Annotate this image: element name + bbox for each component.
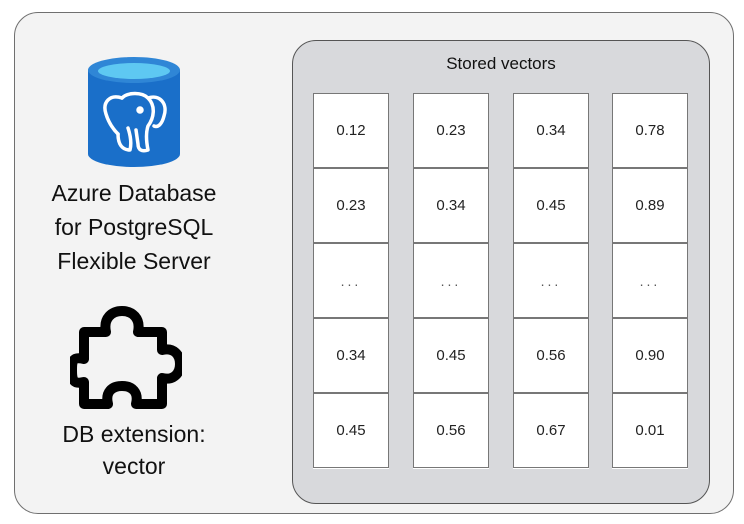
vector-value-cell: 0.45 xyxy=(513,168,589,243)
vector-value-cell: 0.34 xyxy=(313,318,389,393)
vector-ellipsis-cell: ... xyxy=(313,243,389,318)
vector-value-cell: 0.56 xyxy=(513,318,589,393)
vector-value-cell: 0.89 xyxy=(612,168,688,243)
vector-ellipsis-cell: ... xyxy=(513,243,589,318)
vector-value-cell: 0.23 xyxy=(313,168,389,243)
vector-ellipsis-cell: ... xyxy=(413,243,489,318)
vector-value-cell: 0.12 xyxy=(313,93,389,168)
vector-value-cell: 0.23 xyxy=(413,93,489,168)
vector-ellipsis-cell: ... xyxy=(612,243,688,318)
database-label-line: Flexible Server xyxy=(57,248,211,274)
puzzle-piece-icon xyxy=(70,306,182,409)
panel-title: Stored vectors xyxy=(446,54,556,73)
vector-value-cell: 0.78 xyxy=(612,93,688,168)
vector-value-cell: 0.01 xyxy=(612,393,688,468)
database-label-line: Azure Database xyxy=(51,180,217,206)
vector-value-cell: 0.34 xyxy=(413,168,489,243)
postgresql-database-icon xyxy=(88,57,180,167)
vector-value-cell: 0.56 xyxy=(413,393,489,468)
vector-value-cell: 0.67 xyxy=(513,393,589,468)
extension-label: DB extension: vector xyxy=(20,418,248,482)
vector-value-cell: 0.45 xyxy=(413,318,489,393)
database-label-line: for PostgreSQL xyxy=(54,214,214,240)
extension-label-line: vector xyxy=(102,453,166,479)
vector-value-cell: 0.34 xyxy=(513,93,589,168)
vector-value-cell: 0.90 xyxy=(612,318,688,393)
extension-label-line: DB extension: xyxy=(62,421,206,447)
vector-value-cell: 0.45 xyxy=(313,393,389,468)
database-label: Azure Database for PostgreSQL Flexible S… xyxy=(20,176,248,278)
